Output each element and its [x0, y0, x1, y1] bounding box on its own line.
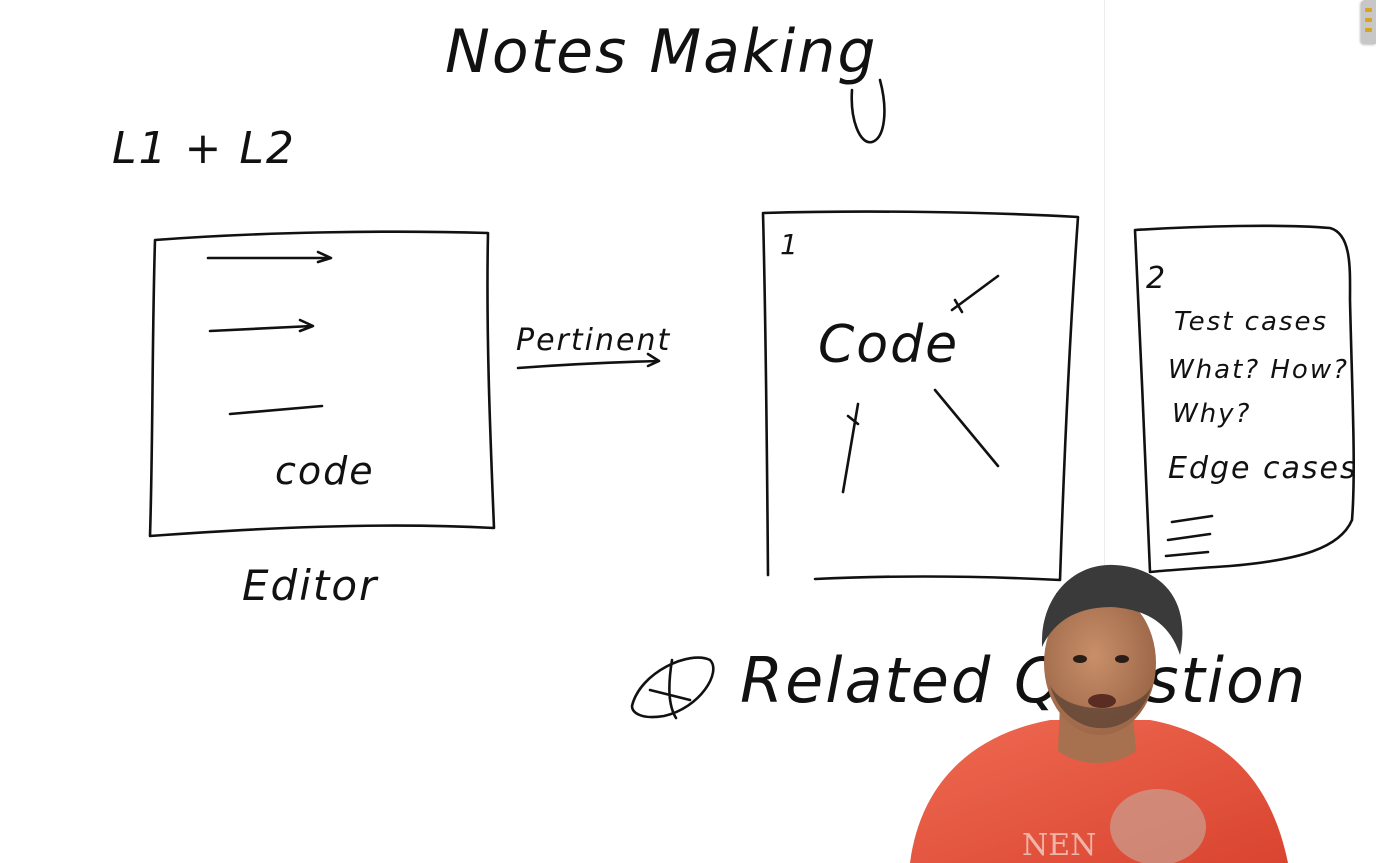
- arrow-underline: [516, 352, 661, 370]
- scribbled-circle-icon: [630, 656, 715, 720]
- code-stroke-3: [933, 388, 1000, 468]
- toolbar-handle-icon[interactable]: [1361, 0, 1376, 44]
- test-box-scribble-lines: [1164, 514, 1214, 558]
- arrow-label: Pertinent: [516, 323, 671, 358]
- title-underline-flourish: [850, 78, 886, 144]
- editor-line-3: [228, 404, 324, 416]
- page-divider: [1104, 0, 1105, 863]
- test-box-line-3: Why?: [1172, 399, 1251, 429]
- code-stroke-2: [841, 402, 860, 494]
- editor-line-arrow-2: [208, 318, 315, 333]
- editor-box: code: [148, 230, 496, 538]
- editor-caption: Editor: [242, 561, 379, 610]
- board-subtitle: L1 + L2: [112, 123, 296, 174]
- code-box-label: Code: [818, 315, 959, 375]
- test-box-line-1: Test cases: [1174, 307, 1328, 337]
- editor-box-text: code: [275, 449, 375, 493]
- test-box-number: 2: [1146, 261, 1167, 296]
- test-box-line-4: Edge cases: [1168, 451, 1358, 486]
- test-cases-box: 2 Test cases What? How? Why? Edge cases: [1133, 224, 1358, 574]
- board-title: Notes Making: [445, 17, 877, 87]
- code-stroke-1: [950, 274, 1000, 314]
- crosshair-cursor-icon: [1056, 582, 1080, 606]
- footer-text: Related Question: [740, 644, 1307, 717]
- editor-line-arrow-1: [206, 250, 333, 264]
- test-box-line-2: What? How?: [1168, 355, 1349, 385]
- code-box: 1 Code: [761, 210, 1080, 582]
- code-box-number: 1: [780, 228, 800, 261]
